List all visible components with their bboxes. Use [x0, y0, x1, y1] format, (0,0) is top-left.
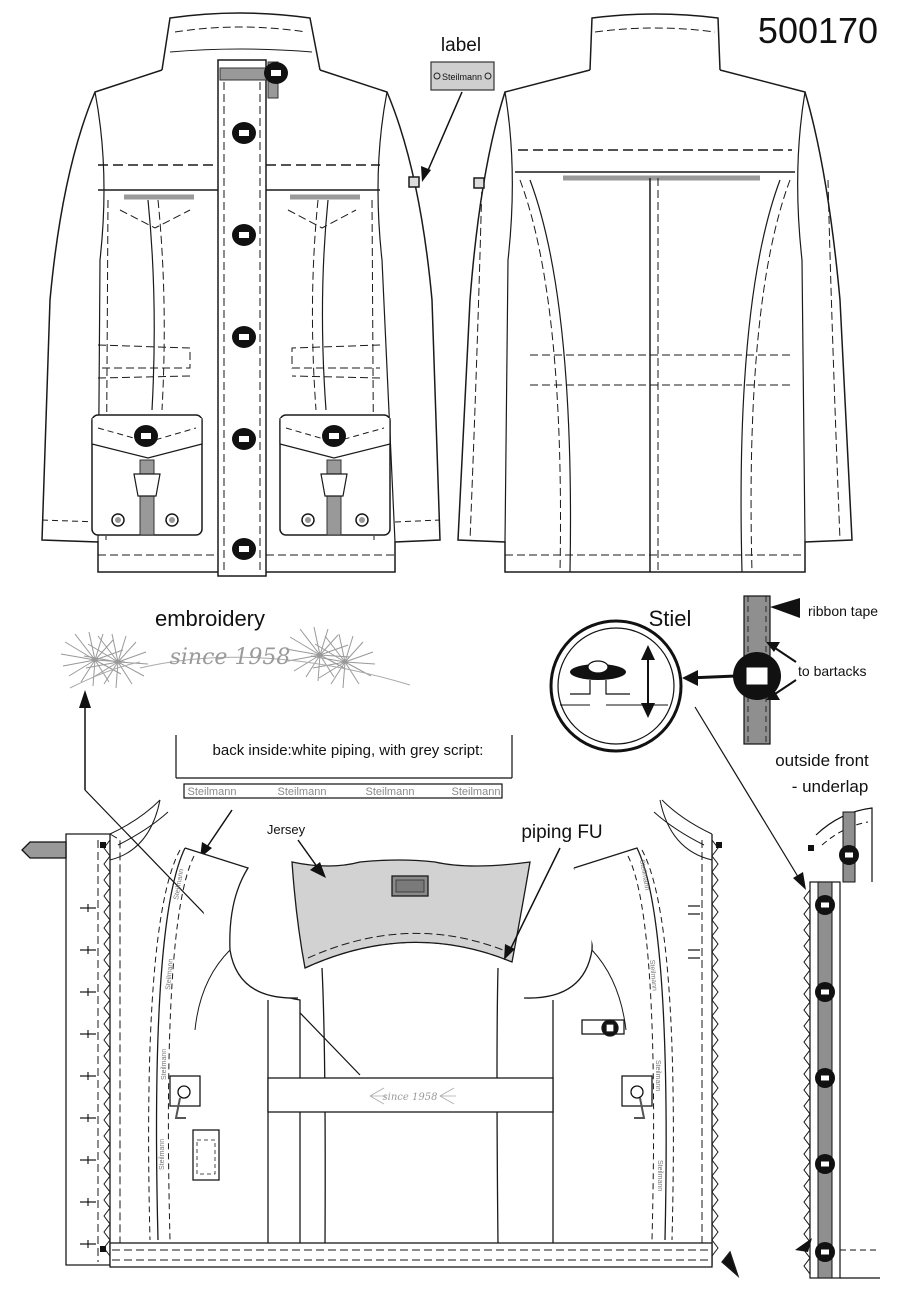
stiel-detail: Stiel ribbon tape to bartacks: [549, 595, 878, 890]
svg-text:Steilmann: Steilmann: [165, 958, 175, 990]
svg-text:Steilmann: Steilmann: [654, 1060, 661, 1091]
inside-lining-view: since 1958: [21, 799, 740, 1279]
svg-text:Steilmann: Steilmann: [188, 786, 237, 798]
piping-fu-label: piping FU: [521, 822, 602, 843]
svg-text:Steilmann: Steilmann: [648, 960, 658, 992]
front-view-jacket: [41, 12, 441, 577]
back-inside-text: back inside:white piping, with grey scri…: [213, 742, 484, 759]
embroidery-title: embroidery: [155, 606, 265, 631]
article-number: 500170: [758, 10, 878, 51]
outside-front-label: outside front: [775, 751, 869, 770]
svg-text:Steilmann: Steilmann: [656, 1160, 663, 1191]
underlap-detail: [795, 807, 880, 1279]
label-tag: [430, 61, 495, 91]
to-bartacks-label: to bartacks: [798, 663, 866, 679]
back-view-jacket: [457, 13, 853, 573]
jersey-label: Jersey: [267, 822, 306, 837]
label-callout: label Steilmann: [421, 35, 495, 182]
label-title: label: [441, 35, 481, 56]
back-inside-note: back inside:white piping, with grey scri…: [175, 735, 513, 858]
stiel-title: Stiel: [649, 606, 692, 631]
jersey-callout: Jersey: [267, 822, 326, 878]
svg-text:Steilmann: Steilmann: [452, 786, 501, 798]
underlap-label: - underlap: [792, 777, 869, 796]
svg-text:Steilmann: Steilmann: [366, 786, 415, 798]
ribbon-tape-label: ribbon tape: [808, 603, 878, 619]
embroidery-script: since 1958: [170, 645, 291, 670]
piping-script: Steilmann Steilmann Steilmann Steilmann …: [159, 859, 663, 1191]
label-brand-text: Steilmann: [442, 72, 482, 82]
svg-text:Steilmann: Steilmann: [278, 786, 327, 798]
svg-text:Steilmann: Steilmann: [161, 1049, 168, 1080]
lining-embroidery-text: since 1958: [383, 1092, 438, 1103]
piping-fu-callout: piping FU: [504, 822, 603, 960]
svg-text:Steilmann: Steilmann: [159, 1139, 166, 1170]
svg-text:Steilmann: Steilmann: [173, 868, 185, 900]
